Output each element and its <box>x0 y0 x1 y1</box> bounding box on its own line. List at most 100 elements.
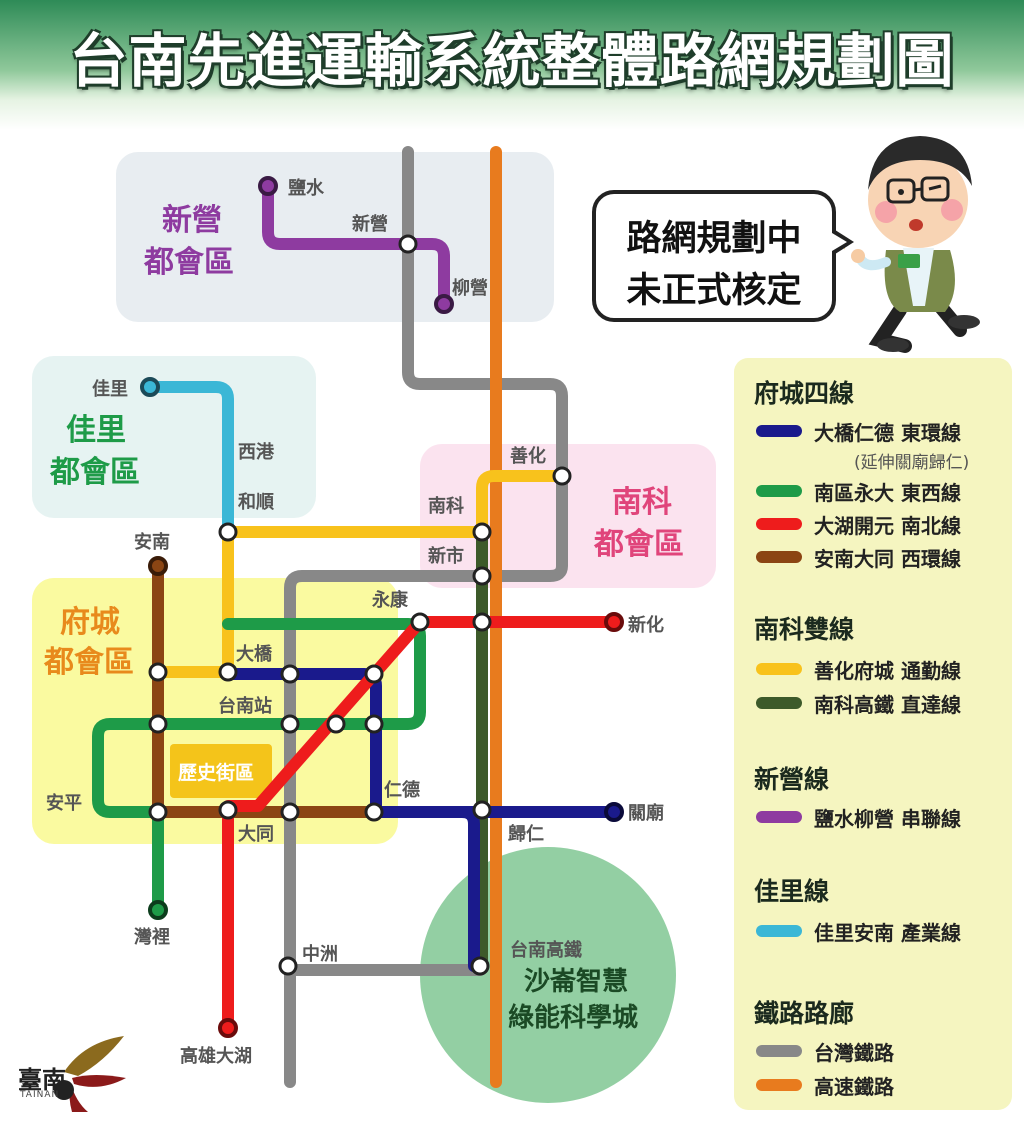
legend-item: 大湖開元 南北線 <box>756 511 961 538</box>
logo-text: 臺南 <box>18 1065 66 1094</box>
legend-note: (延伸關廟歸仁) <box>854 453 970 473</box>
label-zhongzhou: 中洲 <box>302 943 338 965</box>
label-heshun: 和順 <box>238 492 275 513</box>
legend-item: 南區永大 東西線 <box>756 478 961 505</box>
station-yongkang <box>410 612 430 632</box>
tainan-logo-icon <box>54 1036 126 1112</box>
label-guiren: 歸仁 <box>508 823 544 845</box>
legend-group-title: 佳里線 <box>754 877 830 906</box>
legend-swatch <box>756 485 802 497</box>
region-fucheng-line1: 府城 <box>60 605 120 640</box>
label-anping: 安平 <box>46 792 82 814</box>
legend-label: 安南大同 西環線 <box>814 546 961 571</box>
label-kaohsiung-dahu: 高雄大湖 <box>180 1045 252 1067</box>
station-yongkang-east <box>472 612 492 632</box>
legend-swatch <box>756 663 802 675</box>
station-tainan <box>280 714 300 734</box>
region-fucheng-bg <box>32 578 398 844</box>
legend-label: 南科高鐵 直達線 <box>814 692 961 717</box>
legend-item: 台灣鐵路 <box>756 1038 894 1065</box>
logo-subtext: TAINAN <box>20 1090 60 1100</box>
station-fucheng-west <box>148 662 168 682</box>
legend-label: 高速鐵路 <box>814 1074 894 1099</box>
legend-item: 大橋仁德 東環線 <box>756 418 961 445</box>
label-xinshi: 新市 <box>428 545 464 567</box>
station-daqiao-east <box>280 664 300 684</box>
legend-label: 善化府城 通勤線 <box>814 658 961 683</box>
label-nanke: 南科 <box>428 495 464 517</box>
station-datong <box>218 800 238 820</box>
station-east-ring-turn <box>364 664 384 684</box>
region-jiali-line1: 佳里 <box>66 413 126 448</box>
label-rende: 仁德 <box>384 779 420 801</box>
legend-group-title: 新營線 <box>754 765 830 794</box>
station-shanhua <box>552 466 572 486</box>
terminal-guanmiao <box>604 802 624 822</box>
header-band <box>0 0 1024 100</box>
terminal-annan <box>148 556 168 576</box>
label-xinying: 新營 <box>352 213 388 235</box>
legend-item: 南科高鐵 直達線 <box>756 690 961 717</box>
label-annan: 安南 <box>134 531 170 553</box>
region-xinying-line2: 都會區 <box>143 245 234 280</box>
station-green-west <box>148 714 168 734</box>
speech-bubble: 路網規劃中 未正式核定 <box>592 190 854 322</box>
label-datong: 大同 <box>238 823 274 845</box>
legend-label: 佳里安南 產業線 <box>814 920 961 945</box>
legend-swatch <box>756 811 802 823</box>
station-heshun <box>218 522 238 542</box>
label-jiali: 佳里 <box>92 378 128 400</box>
legend-label: 南區永大 東西線 <box>814 480 961 505</box>
region-shalun-line1: 沙崙智慧 <box>524 967 628 997</box>
station-xinying <box>398 234 418 254</box>
region-fucheng-line2: 都會區 <box>43 645 134 680</box>
label-tainan-station: 台南站 <box>218 695 272 717</box>
bubble-line2: 未正式核定 <box>626 271 802 311</box>
label-yongkang: 永康 <box>371 589 409 611</box>
legend-item: 鹽水柳營 串聯線 <box>756 804 961 831</box>
label-shanhua: 善化 <box>510 445 546 467</box>
terminal-wanli <box>148 900 168 920</box>
label-guanmiao: 關廟 <box>628 802 664 824</box>
bubble-tail-inner <box>832 233 847 251</box>
legend-panel: 府城四線 大橋仁德 東環線 (延伸關廟歸仁) 南區永大 東西線 大湖開元 南北線… <box>734 358 1012 1110</box>
station-xinshi <box>472 566 492 586</box>
station-thsr-tainan <box>470 956 490 976</box>
label-liuying: 柳營 <box>452 277 488 299</box>
legend-label: 大湖開元 南北線 <box>814 513 961 538</box>
label-wanli: 灣裡 <box>134 926 170 948</box>
legend-item: 安南大同 西環線 <box>756 544 961 571</box>
legend-item: 佳里安南 產業線 <box>756 918 961 945</box>
region-jiali-line2: 都會區 <box>49 455 140 490</box>
mascot-illustration: ✦ <box>836 136 980 353</box>
terminal-liuying <box>434 294 454 314</box>
terminal-yanshui <box>258 176 278 196</box>
station-guiren <box>472 800 492 820</box>
line-east-ring-guiren <box>456 806 480 972</box>
region-shalun-line2: 綠能科學城 <box>508 1002 638 1033</box>
line-shanhua-commuter <box>150 470 568 678</box>
station-tainan-east <box>326 714 346 734</box>
legend-swatch <box>756 518 802 530</box>
legend-label: 大橋仁德 東環線 <box>814 420 961 445</box>
station-anping <box>148 802 168 822</box>
legend-swatch <box>756 925 802 937</box>
legend-swatch <box>756 1079 802 1091</box>
legend-group-title: 鐵路路廊 <box>754 999 855 1028</box>
header-fade <box>0 100 1024 130</box>
station-tainan-east2 <box>364 714 384 734</box>
terminal-xinhua <box>604 612 624 632</box>
legend-swatch <box>756 1045 802 1057</box>
line-jiali <box>144 381 234 538</box>
line-xinying <box>262 180 450 310</box>
label-thsr-tainan: 台南高鐵 <box>510 939 582 961</box>
label-yanshui: 鹽水 <box>288 177 325 199</box>
label-daqiao: 大橋 <box>236 643 273 665</box>
terminal-jiali <box>140 377 160 397</box>
region-xinying-line1: 新營 <box>162 203 222 238</box>
label-xigang: 西港 <box>238 442 275 463</box>
station-nanke <box>472 522 492 542</box>
legend-item: 善化府城 通勤線 <box>756 656 961 683</box>
label-xinhua: 新化 <box>628 614 664 636</box>
